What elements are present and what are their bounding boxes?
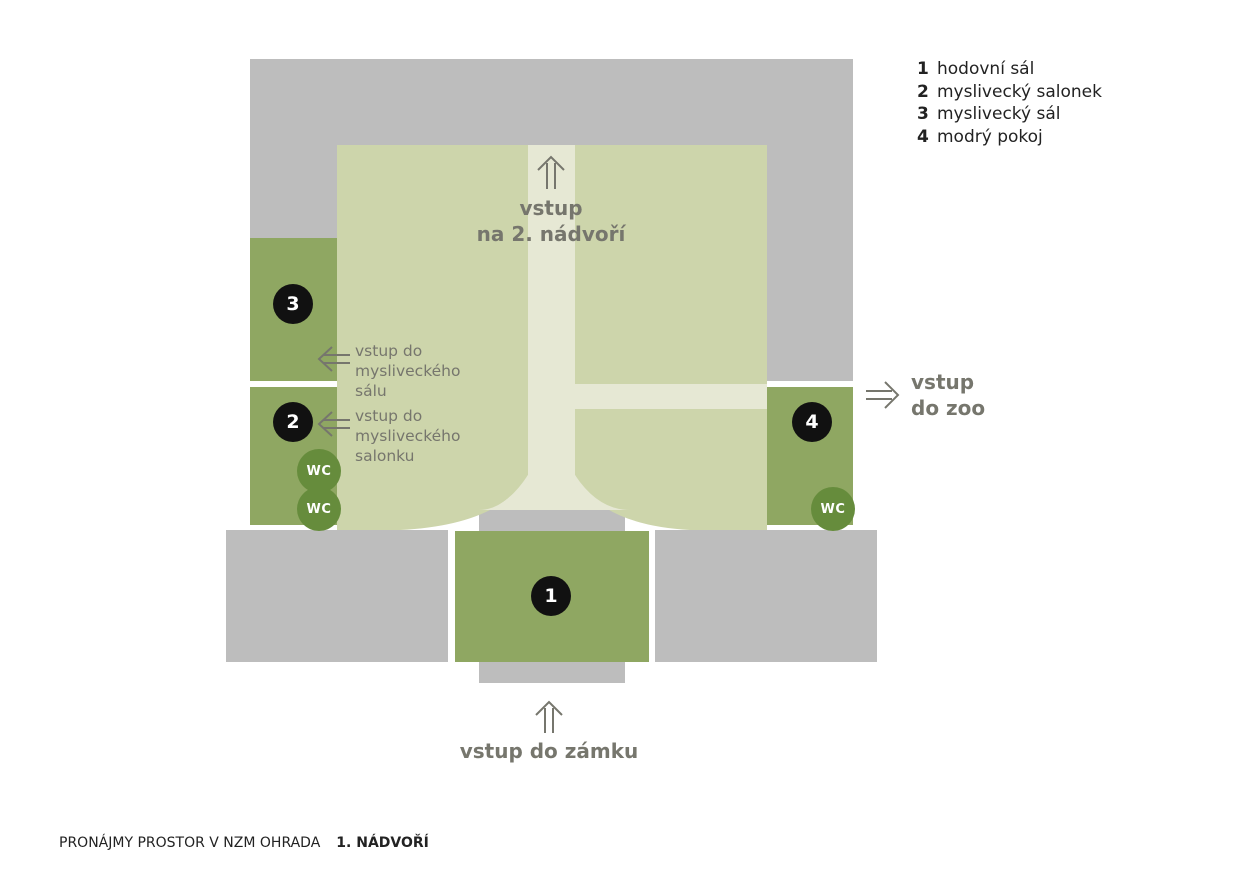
arrow-right-zoo-icon — [866, 381, 900, 409]
legend-label: modrý pokoj — [937, 126, 1043, 147]
footer: PRONÁJMY PROSTOR V NZM OHRADA 1. NÁDVOŘÍ — [59, 835, 429, 851]
salon2-entrance-label: vstup do mysliveckého salonku — [355, 406, 460, 466]
south-east-wing — [655, 530, 877, 662]
arrow-left-hall3-icon — [317, 346, 350, 372]
legend-label: myslivecký salonek — [937, 81, 1102, 102]
label-line: vstup — [519, 196, 583, 220]
label-line: vstup do — [355, 342, 423, 360]
wc-badge: WC — [297, 449, 341, 493]
castle-entrance-label: vstup do zámku — [459, 739, 639, 763]
label-line: mysliveckého — [355, 362, 461, 380]
wc-badge: WC — [811, 487, 855, 531]
room-4-badge[interactable]: 4 — [792, 402, 832, 442]
legend-item: 4 modrý pokoj — [917, 126, 1102, 149]
room-2-badge[interactable]: 2 — [273, 402, 313, 442]
footer-title: PRONÁJMY PROSTOR V NZM OHRADA — [59, 835, 321, 851]
courtyard-path — [479, 145, 630, 510]
label-line: vstup — [911, 370, 975, 394]
label-line: do zoo — [911, 396, 986, 420]
room-1-badge[interactable]: 1 — [531, 576, 571, 616]
label-line: salonku — [355, 447, 415, 465]
legend-num: 4 — [917, 126, 929, 147]
legend-num: 1 — [917, 59, 929, 79]
label-line: vstup do — [355, 407, 423, 425]
legend-label: myslivecký sál — [937, 104, 1061, 124]
wc-badge: WC — [297, 487, 341, 531]
footer-section: 1. NÁDVOŘÍ — [336, 835, 429, 851]
legend-label: hodovní sál — [937, 59, 1035, 79]
legend-num: 2 — [917, 81, 929, 102]
courtyard2-entrance-label: vstup na 2. nádvoří — [451, 195, 651, 247]
legend-item: 1 hodovní sál — [917, 58, 1102, 81]
side-path — [575, 384, 767, 409]
label-line: na 2. nádvoří — [476, 222, 626, 246]
label-line: sálu — [355, 382, 387, 400]
arrow-up-courtyard-icon — [537, 155, 565, 189]
label-line: mysliveckého — [355, 427, 461, 445]
legend-item: 2 myslivecký salonek — [917, 81, 1102, 104]
zoo-entrance-label: vstup do zoo — [911, 369, 985, 421]
hall3-entrance-label: vstup do mysliveckého sálu — [355, 341, 460, 401]
legend: 1 hodovní sál 2 myslivecký salonek 3 mysliv… — [917, 58, 1102, 148]
legend-num: 3 — [917, 104, 929, 124]
room-3-badge[interactable]: 3 — [273, 284, 313, 324]
south-west-wing — [226, 530, 448, 662]
legend-item: 3 myslivecký sál — [917, 103, 1102, 126]
arrow-left-salon2-icon — [317, 411, 350, 437]
arrow-up-castle-icon — [535, 700, 563, 733]
courtyard — [337, 145, 767, 530]
